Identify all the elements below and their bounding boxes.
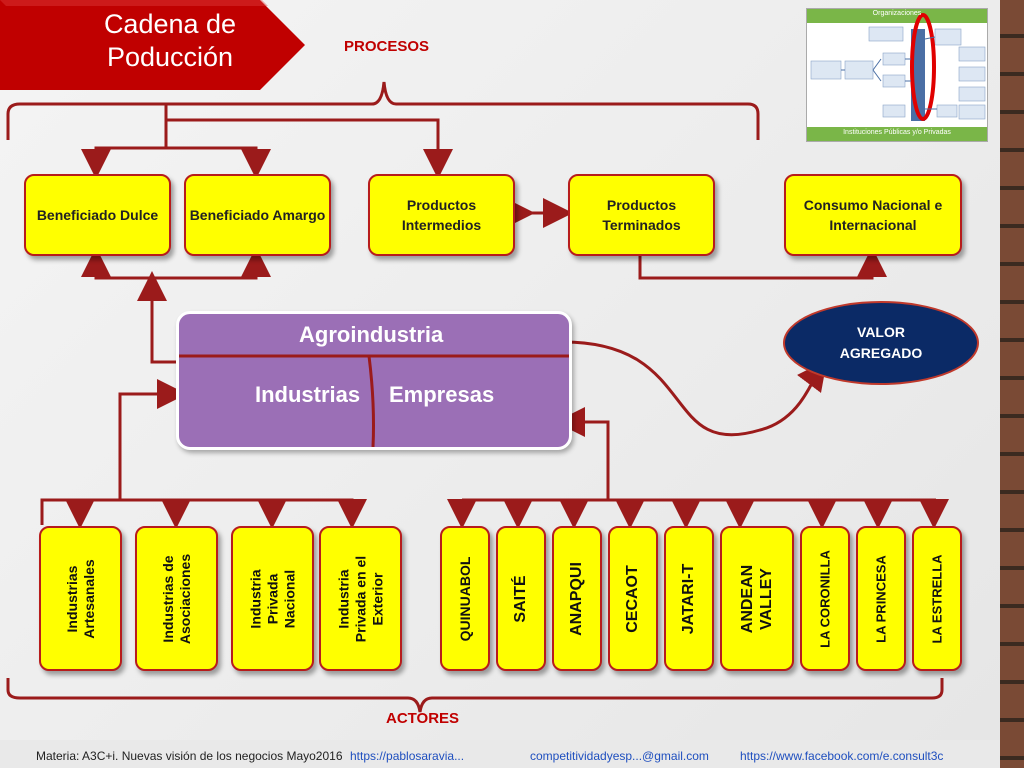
actor-industria-privada-nacional: Industria Privada Nacional: [231, 526, 314, 671]
actor-label: LA CORONILLA: [817, 549, 833, 648]
process-productos-terminados: Productos Terminados: [568, 174, 715, 256]
actor-saite: SAITÉ: [496, 526, 546, 671]
actor-label: ANDEAN VALLEY: [739, 564, 775, 633]
actor-la-princesa: LA PRINCESA: [856, 526, 906, 671]
page-title: Cadena de Poducción: [103, 9, 237, 72]
valor-agregado-ellipse: VALOR AGREGADO: [783, 301, 979, 385]
footer-bar: Materia: A3C+i. Nuevas visión de los neg…: [0, 740, 1000, 768]
actor-la-estrella: LA ESTRELLA: [912, 526, 962, 671]
agro-empresas-label: Empresas: [389, 382, 495, 407]
actor-label: Industrias Artesanales: [63, 558, 97, 639]
actores-label: ACTORES: [386, 710, 460, 727]
footer-link-email[interactable]: competitividadyesp...@gmail.com: [530, 749, 709, 763]
actor-label: QUINUABOL: [457, 556, 473, 641]
actor-jatari-t: JATARI-T: [664, 526, 714, 671]
thumbnail-top-label: Organizaciones: [872, 10, 922, 17]
agro-industrias-label: Industrias: [255, 382, 361, 407]
actor-industria-privada-exterior: Industria Privada en el Exterior: [319, 526, 402, 671]
process-consumo: Consumo Nacional e Internacional: [784, 174, 962, 256]
agroindustria-box: Agroindustria Industrias Empresas: [176, 311, 572, 450]
actor-label: SAITÉ: [512, 574, 529, 623]
actor-industrias-asociaciones: Industrias de Asociaciones: [135, 526, 218, 671]
agroindustria-title: Agroindustria: [299, 322, 444, 347]
actor-label: Industria Privada Nacional: [247, 568, 297, 629]
actor-quinuabol: QUINUABOL: [440, 526, 490, 671]
footer-link-blog[interactable]: https://pablosaravia...: [350, 749, 465, 763]
actor-label: ANAPQUI: [568, 561, 585, 636]
actor-label: JATARI-T: [680, 563, 697, 634]
actor-label: Industria Privada en el Exterior: [335, 555, 385, 642]
actor-andean-valley: ANDEAN VALLEY: [720, 526, 794, 671]
title-banner: [0, 0, 305, 90]
valor-line2: AGREGADO: [839, 345, 923, 361]
actor-anapqui: ANAPQUI: [552, 526, 602, 671]
actor-label: LA PRINCESA: [873, 554, 889, 643]
actor-label: CECAOT: [624, 564, 641, 633]
process-beneficiado-amargo: Beneficiado Amargo: [184, 174, 331, 256]
connector-lines: [6, 81, 949, 713]
actor-label: LA ESTRELLA: [929, 553, 945, 644]
thumbnail-bottom-label: Instituciones Públicas y/o Privadas: [843, 129, 951, 136]
footer-link-facebook[interactable]: https://www.facebook.com/e.consult3c: [740, 749, 944, 763]
actor-la-coronilla: LA CORONILLA: [800, 526, 850, 671]
actor-cecaot: CECAOT: [608, 526, 658, 671]
process-productos-intermedios: Productos Intermedios: [368, 174, 515, 256]
actor-industrias-artesanales: Industrias Artesanales: [39, 526, 122, 671]
valor-line1: VALOR: [857, 324, 905, 340]
overview-thumbnail: Organizaciones Instituciones Públicas y/…: [806, 8, 988, 142]
process-beneficiado-dulce: Beneficiado Dulce: [24, 174, 171, 256]
actor-label: Industrias de Asociaciones: [159, 553, 193, 644]
footer-materia: Materia: A3C+i. Nuevas visión de los neg…: [36, 749, 343, 763]
procesos-label: PROCESOS: [344, 38, 430, 55]
